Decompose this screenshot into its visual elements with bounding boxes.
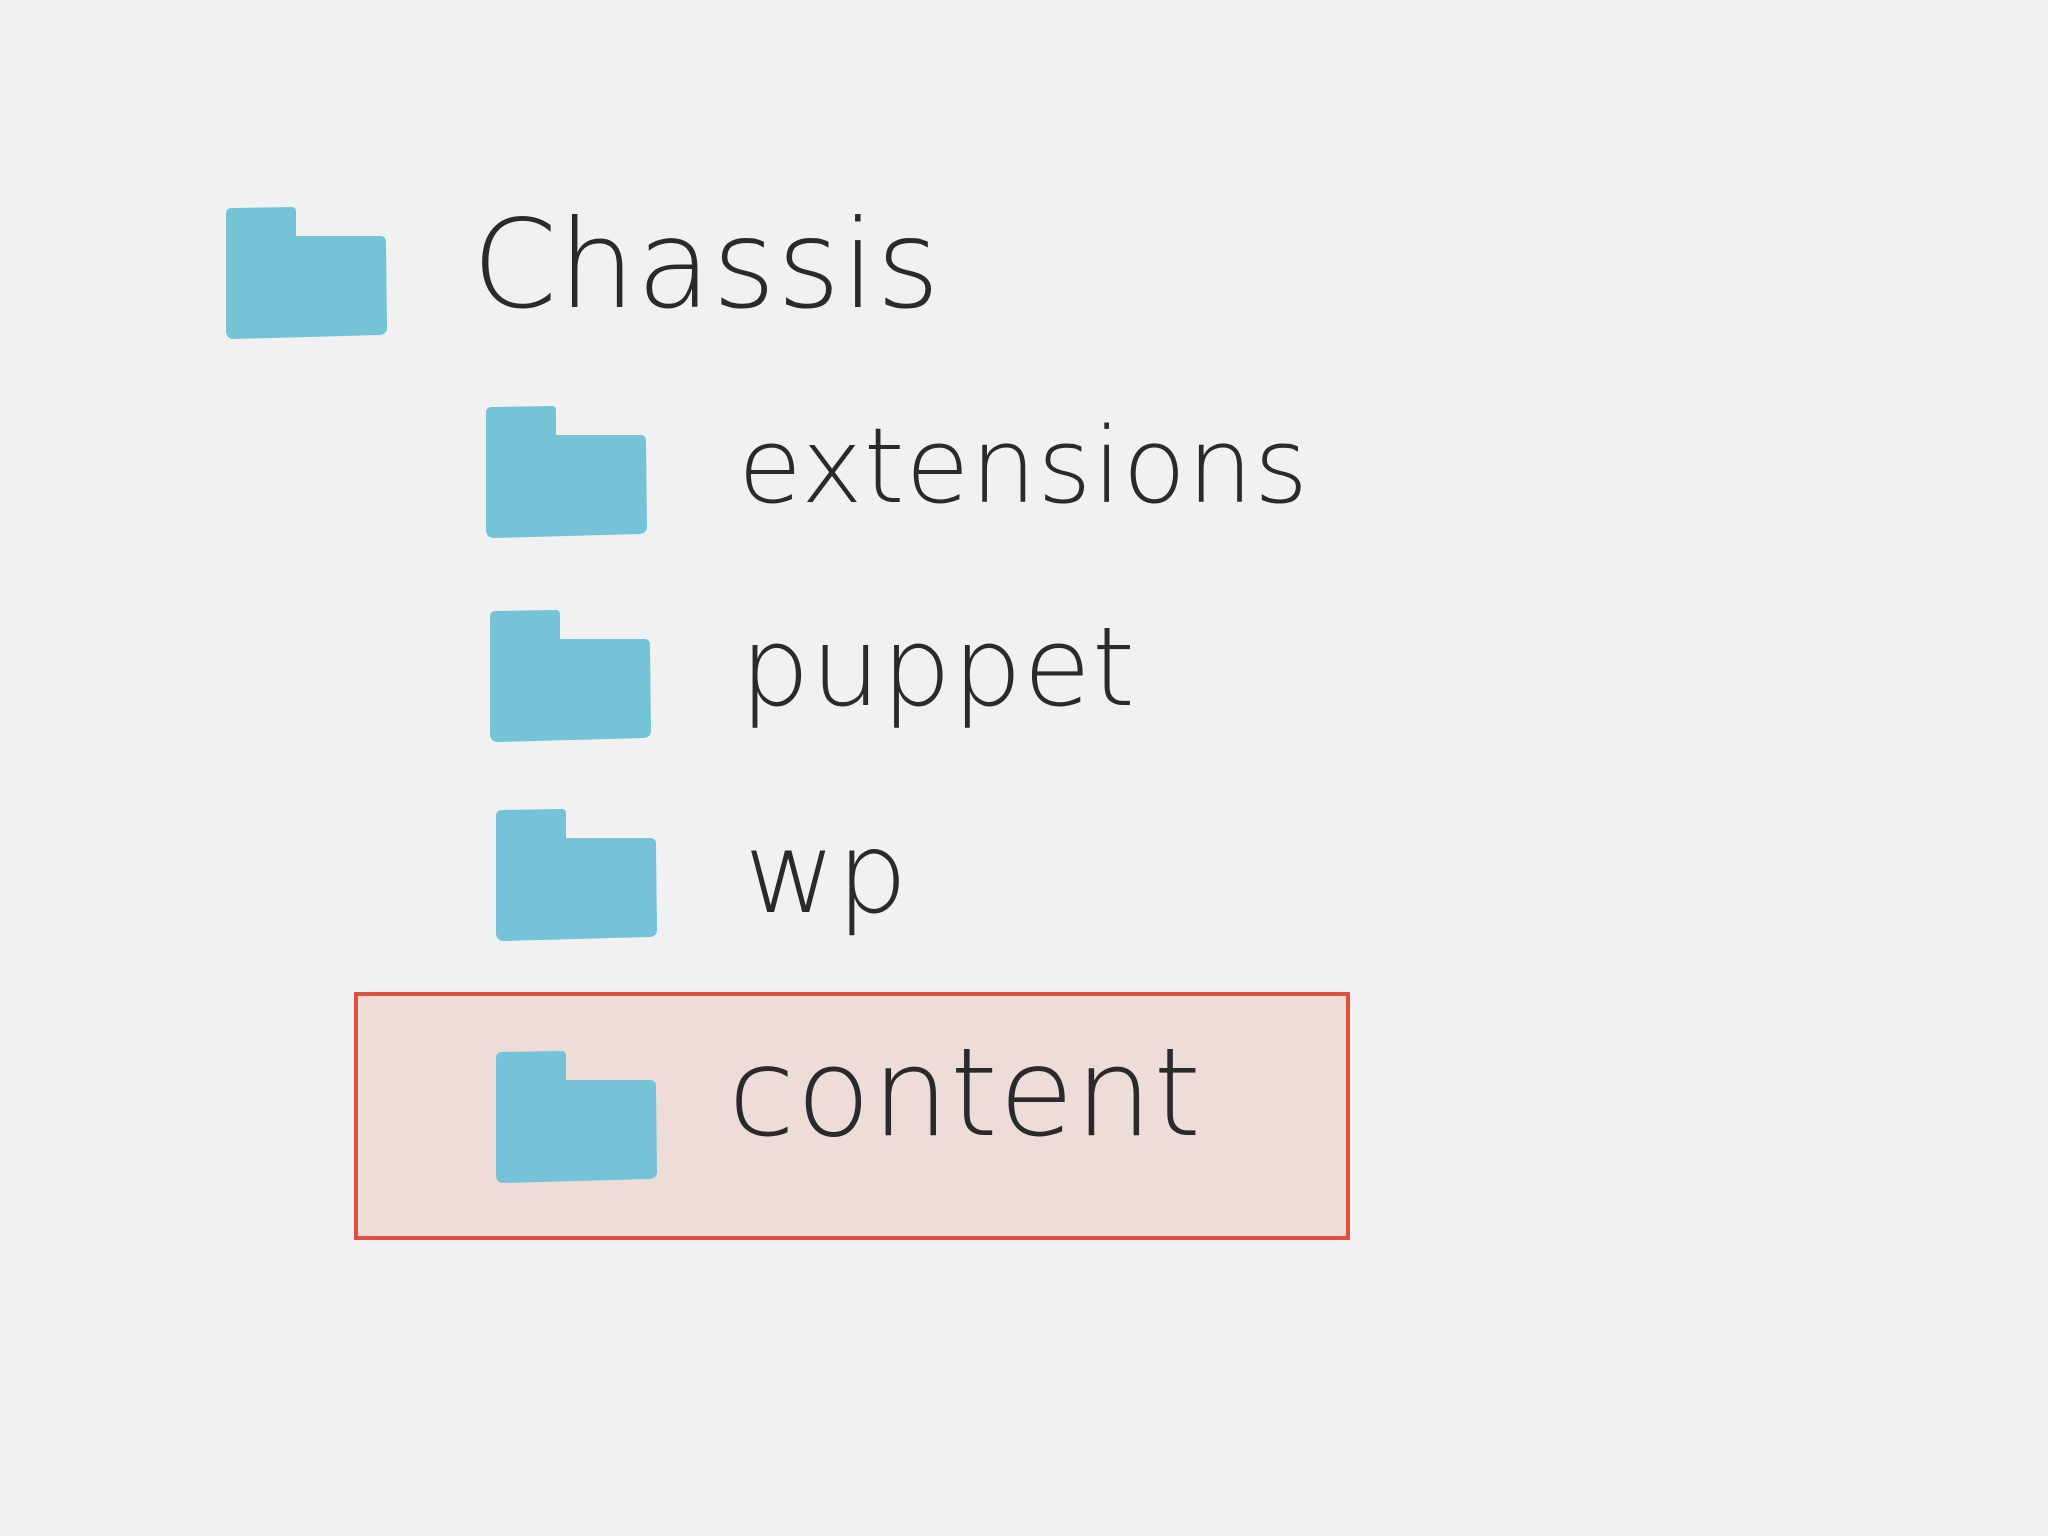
folder-icon [492,1050,660,1186]
tree-node-label: wp [744,809,909,939]
tree-node-label: extensions [738,405,1310,527]
folder-icon [492,808,660,944]
folder-icon [482,405,650,541]
tree-node-label: Chassis [472,194,941,336]
folder-icon [222,206,390,342]
folder-icon [486,609,654,745]
tree-node-label: puppet [740,603,1136,731]
tree-node-label: content [728,1022,1203,1164]
